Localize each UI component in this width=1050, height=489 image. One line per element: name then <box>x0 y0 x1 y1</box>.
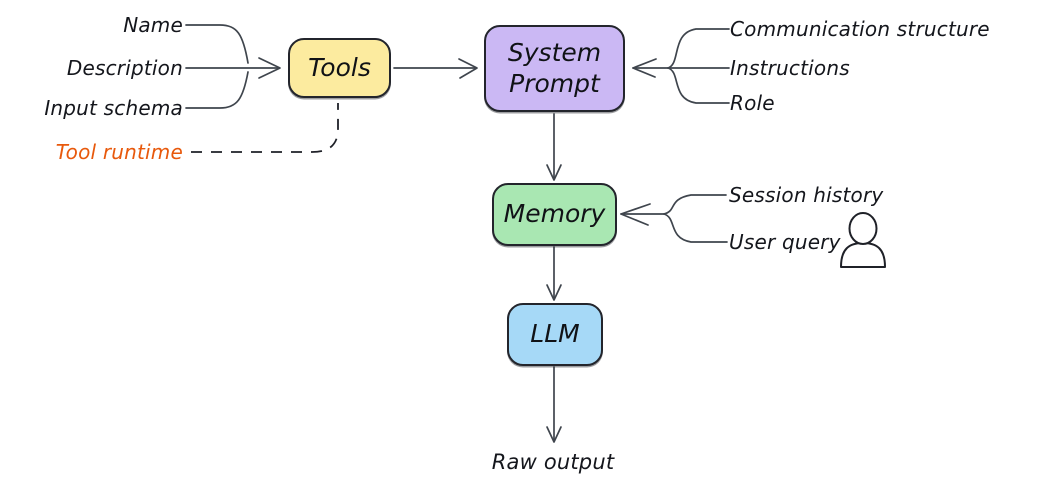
label-communication-structure: Communication structure <box>730 17 990 41</box>
label-description: Description <box>66 56 183 80</box>
node-tools-label: Tools <box>308 52 371 82</box>
edge-communication-structure-to-sp <box>667 28 730 69</box>
node-memory: Memory <box>492 183 617 246</box>
node-system-prompt-label: System Prompt <box>507 38 602 98</box>
node-memory-label: Memory <box>503 199 606 229</box>
label-tool-runtime: Tool runtime <box>55 140 183 164</box>
arrowhead-into-system-prompt-left <box>458 58 478 79</box>
node-llm: LLM <box>507 303 603 366</box>
edge-input-schema-to-tools <box>185 71 249 109</box>
arrowhead-into-memory-right <box>620 203 651 226</box>
node-system-prompt: System Prompt <box>484 25 625 112</box>
user-icon-head <box>848 212 878 245</box>
user-icon <box>836 208 892 272</box>
label-instructions: Instructions <box>730 56 850 80</box>
label-name: Name <box>123 13 183 37</box>
edge-user-query-to-memory <box>663 213 728 243</box>
label-session-history: Session history <box>729 183 884 207</box>
edge-role-to-sp <box>667 67 730 104</box>
node-tools: Tools <box>288 38 391 98</box>
node-llm-label: LLM <box>530 319 580 349</box>
edge-session-history-to-memory <box>663 194 727 215</box>
label-raw-output: Raw output <box>491 450 615 474</box>
label-input-schema: Input schema <box>44 96 183 120</box>
arrowhead-into-memory-top <box>546 164 562 181</box>
arrowhead-into-raw-output <box>546 426 562 443</box>
edge-tool-runtime-to-tools-dashed <box>191 103 339 153</box>
arrowhead-into-tools <box>258 57 281 79</box>
arrowhead-into-llm <box>546 284 562 301</box>
edge-name-to-tools <box>185 24 249 64</box>
label-user-query: User query <box>729 230 841 254</box>
user-icon-body <box>840 242 886 268</box>
arrowhead-into-system-prompt-right <box>632 58 657 78</box>
label-role: Role <box>730 91 775 115</box>
